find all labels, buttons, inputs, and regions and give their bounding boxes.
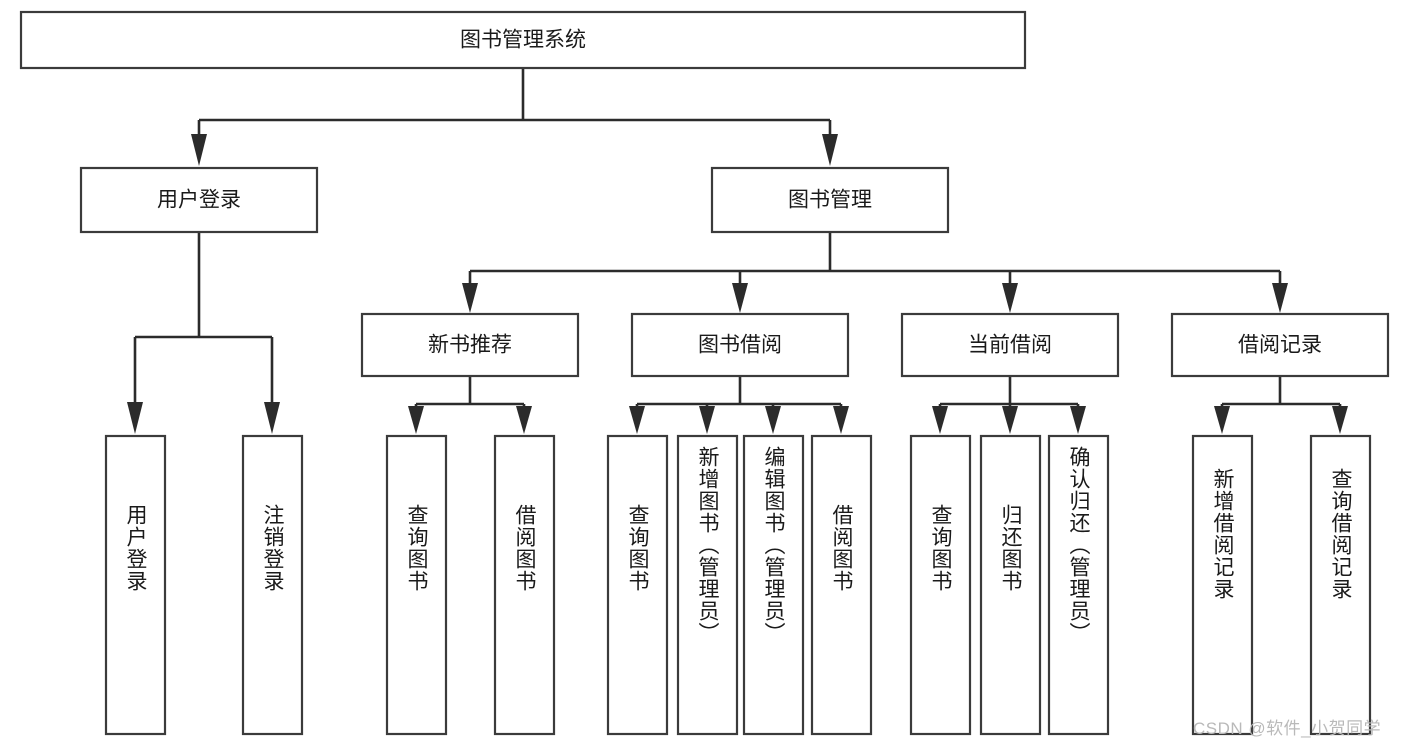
connector-group-book-borrow (629, 376, 849, 434)
leaf-box-query-book-3[interactable] (909, 434, 972, 736)
arrow-nbr-leaf1 (408, 406, 424, 434)
leaf-boxes-group (104, 434, 1372, 736)
node-current-borrow-label: 当前借阅 (968, 334, 1052, 357)
leaf-box-borrow-book-1[interactable] (493, 434, 556, 736)
node-new-book-recommend[interactable]: 新书推荐 (360, 312, 580, 378)
arrow-br-leaf2 (1332, 406, 1348, 434)
arrow-ul-leaf2 (264, 402, 280, 434)
node-borrow-record-box[interactable] (1170, 312, 1390, 378)
node-current-borrow-box[interactable] (900, 312, 1120, 378)
node-current-borrow[interactable]: 当前借阅 (900, 312, 1120, 378)
arrow-br-leaf1 (1214, 406, 1230, 434)
node-root-box[interactable] (19, 10, 1027, 70)
arrow-ul-leaf1 (127, 402, 143, 434)
leaf-box-query-record[interactable] (1309, 434, 1372, 736)
arrow-bb-leaf1 (629, 406, 645, 434)
leaf-box-add-record[interactable] (1191, 434, 1254, 736)
leaf-box-confirm-return[interactable] (1047, 434, 1110, 736)
arrow-bm-to-borrow-record (1272, 283, 1288, 313)
connector-group-user-login (127, 232, 280, 434)
arrow-root-to-book-management (822, 134, 838, 166)
csdn-watermark: CSDN @软件_小贺同学 (1193, 719, 1382, 738)
node-new-book-recommend-label: 新书推荐 (428, 334, 512, 357)
leaf-box-edit-book[interactable] (742, 434, 805, 736)
node-root[interactable]: 图书管理系统 (19, 10, 1027, 70)
arrow-bm-to-current-borrow (1002, 283, 1018, 313)
arrow-cb-leaf3 (1070, 406, 1086, 434)
node-new-book-recommend-box[interactable] (360, 312, 580, 378)
leaf-box-return-book[interactable] (979, 434, 1042, 736)
leaf-box-user-login[interactable] (104, 434, 167, 736)
leaf-box-user-logout[interactable] (241, 434, 304, 736)
arrow-bm-to-book-borrow (732, 283, 748, 313)
node-book-borrow[interactable]: 图书借阅 (630, 312, 850, 378)
node-book-borrow-box[interactable] (630, 312, 850, 378)
arrow-nbr-leaf2 (516, 406, 532, 434)
node-book-management-box[interactable] (710, 166, 950, 234)
node-user-login[interactable]: 用户登录 (79, 166, 319, 234)
connector-group-current-borrow (932, 376, 1086, 434)
connector-group-root (191, 68, 838, 166)
arrow-bb-leaf2 (699, 406, 715, 434)
arrow-bm-to-new-book-recommend (462, 283, 478, 313)
connector-group-book-management (462, 232, 1288, 313)
leaf-box-query-book-1[interactable] (385, 434, 448, 736)
arrow-cb-leaf1 (932, 406, 948, 434)
node-book-management-label: 图书管理 (788, 189, 872, 212)
arrow-bb-leaf4 (833, 406, 849, 434)
node-user-login-label: 用户登录 (157, 189, 241, 212)
arrow-root-to-user-login (191, 134, 207, 166)
node-borrow-record-label: 借阅记录 (1238, 334, 1322, 357)
leaf-box-query-book-2[interactable] (606, 434, 669, 736)
node-user-login-box[interactable] (79, 166, 319, 234)
arrow-cb-leaf2 (1002, 406, 1018, 434)
node-borrow-record[interactable]: 借阅记录 (1170, 312, 1390, 378)
node-book-management[interactable]: 图书管理 (710, 166, 950, 234)
connector-group-borrow-record (1214, 376, 1348, 434)
arrow-bb-leaf3 (765, 406, 781, 434)
node-book-borrow-label: 图书借阅 (698, 334, 782, 357)
node-root-label: 图书管理系统 (460, 29, 586, 52)
leaf-box-add-book[interactable] (676, 434, 739, 736)
leaf-box-borrow-book-2[interactable] (810, 434, 873, 736)
connector-group-new-book-recommend (408, 376, 532, 434)
